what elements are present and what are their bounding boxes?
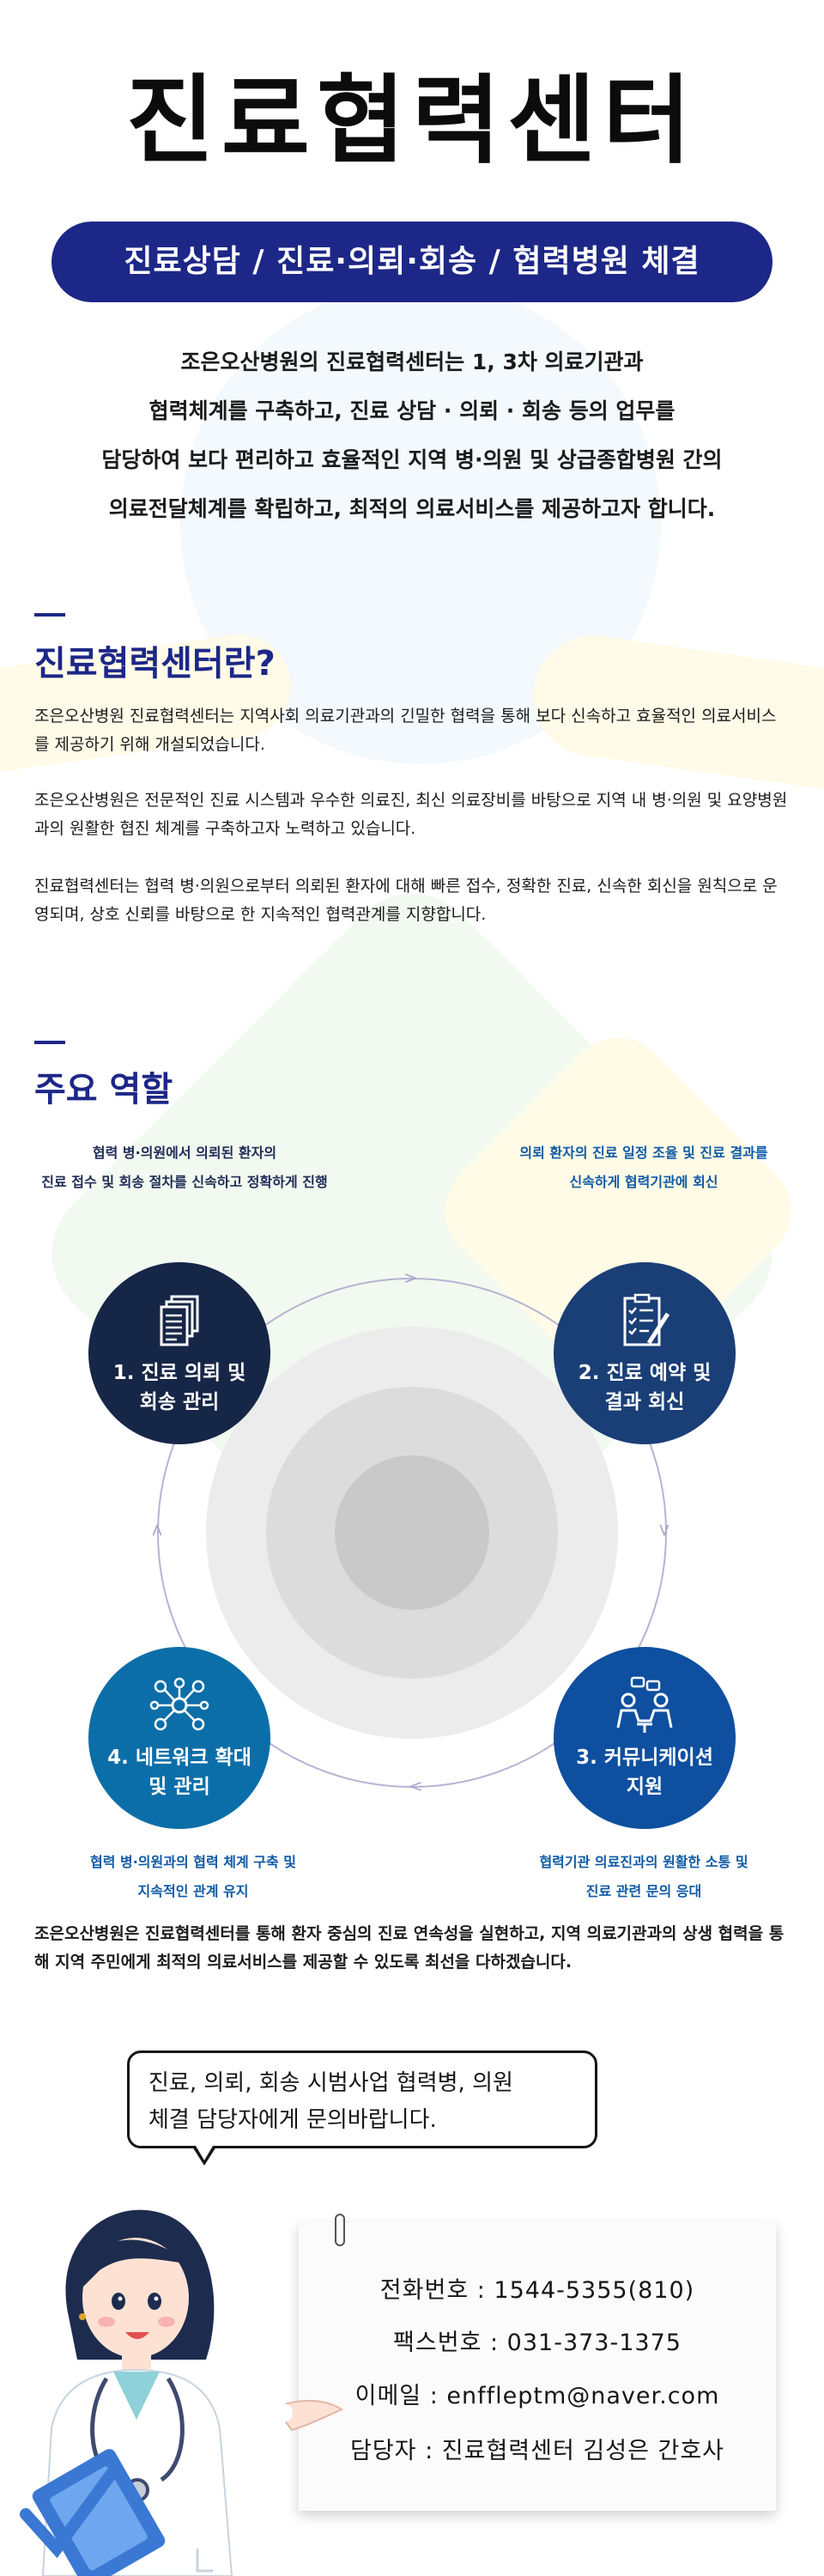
role-4-circle: 4. 네트워크 확대 및 관리 — [88, 1647, 270, 1829]
speech-bubble: 진료, 의뢰, 회송 시범사업 협력병, 의원 체결 담당자에게 문의바랍니다. — [127, 2050, 597, 2148]
role-3-label: 3. 커뮤니케이션 지원 — [576, 1747, 713, 1798]
contact-email: 이메일 : enffleptm@naver.com — [354, 2383, 720, 2409]
conversation-icon — [616, 1676, 673, 1733]
about-paragraph: 진료협력센터는 협력 병·의원으로부터 의뢰된 환자에 대해 빠른 접수, 정확… — [34, 877, 778, 924]
section-marker — [34, 613, 65, 617]
intro-text: 조은오산병원의 진료협력센터는 1, 3차 의료기관과 협력체계를 구축하고, … — [34, 337, 790, 533]
paper-clip-icon — [335, 2214, 345, 2246]
contact-fax: 팩스번호 : 031-373-1375 — [393, 2330, 682, 2356]
intro-line: 담당하여 보다 편리하고 효율적인 지역 병·의원 및 상급종합병원 간의 — [101, 447, 723, 472]
subtitle-banner: 진료상담 / 진료·의뢰·회송 / 협력병원 체결 — [52, 222, 772, 302]
network-icon — [149, 1677, 209, 1731]
about-paragraph: 조은오산병원 진료협력센터는 지역사회 의료기관과의 긴밀한 협력을 통해 보다… — [34, 707, 777, 754]
role-4-description: 협력 병·의원과의 협력 체계 구축 및 지속적인 관계 유지 — [89, 1854, 296, 1899]
about-paragraph: 조은오산병원은 전문적인 진료 시스템과 우수한 의료진, 최신 의료장비를 바… — [34, 791, 788, 838]
role-3-description: 협력기관 의료진과의 원활한 소통 및 진료 관련 문의 응대 — [539, 1854, 748, 1899]
documents-icon — [160, 1295, 199, 1346]
cycle-ring — [157, 1278, 667, 1788]
section-title-about: 진료협력센터란? — [34, 644, 276, 683]
section-marker — [34, 1041, 65, 1044]
center-circle-inner — [335, 1455, 489, 1610]
cycle-arrow-up-icon: > — [146, 1522, 167, 1538]
bubble-line: 진료, 의뢰, 회송 시범사업 협력병, 의원 — [148, 2070, 513, 2096]
nurse-illustration — [20, 2209, 344, 2576]
contact-card — [299, 2222, 776, 2511]
bubble-line: 체결 담당자에게 문의바랍니다. — [148, 2107, 437, 2133]
cycle-arrow-right-icon: > — [403, 1267, 418, 1288]
contact-phone: 전화번호 : 1544-5355(810) — [379, 2277, 695, 2304]
role-1-label: 1. 진료 의뢰 및 회송 관리 — [112, 1362, 246, 1413]
intro-line: 협력체계를 구축하고, 진료 상담 · 의뢰 · 회송 등의 업무를 — [148, 398, 676, 423]
role-1-description: 협력 병·의원에서 의뢰된 환자의 진료 접수 및 회송 절차를 신속하고 정확… — [41, 1145, 328, 1190]
intro-line: 조은오산병원의 진료협력센터는 1, 3차 의료기관과 — [180, 349, 644, 374]
checklist-pen-icon — [623, 1293, 670, 1346]
cycle-arrow-left-icon: > — [409, 1777, 423, 1797]
role-2-description: 의뢰 환자의 진료 일정 조율 및 진료 결과를 신속하게 협력기관에 회신 — [519, 1145, 768, 1190]
closing-paragraph: 조은오산병원은 진료협력센터를 통해 환자 중심의 진료 연속성을 실현하고, … — [34, 1924, 785, 1971]
cycle-arrow-down-icon: > — [654, 1522, 676, 1538]
page-title: 진료협력센터 — [125, 65, 699, 177]
role-2-circle: 2. 진료 예약 및 결과 회신 — [554, 1262, 736, 1444]
section-title-roles: 주요 역할 — [34, 1070, 173, 1109]
intro-line: 의료전달체계를 확립하고, 최적의 의료서비스를 제공하고자 합니다. — [108, 496, 716, 521]
role-1-circle: 1. 진료 의뢰 및 회송 관리 — [88, 1262, 270, 1444]
role-4-label: 4. 네트워크 확대 및 관리 — [107, 1747, 251, 1798]
contact-manager: 담당자 : 진료협력센터 김성은 간호사 — [349, 2438, 725, 2464]
role-3-circle: 3. 커뮤니케이션 지원 — [554, 1647, 736, 1829]
role-2-label: 2. 진료 예약 및 결과 회신 — [578, 1362, 712, 1413]
speech-bubble-tail — [196, 2146, 213, 2160]
